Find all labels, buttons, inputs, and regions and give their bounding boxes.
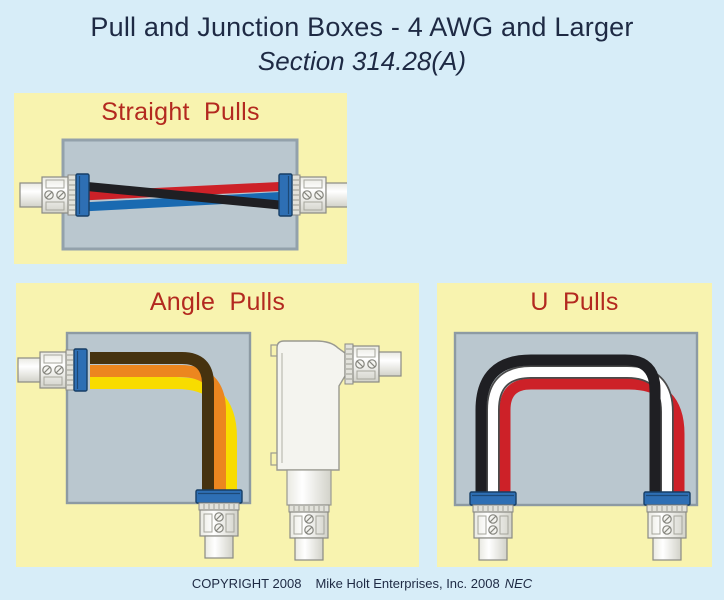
straight-wires bbox=[81, 181, 291, 212]
wire-white bbox=[488, 367, 672, 498]
lb-right-fitting bbox=[345, 344, 401, 384]
lb-body bbox=[276, 340, 346, 471]
angle-pulls-title: Angle Pulls bbox=[149, 288, 286, 316]
nec-code-text: NEC bbox=[504, 576, 533, 591]
copyright-text: COPYRIGHT 2008 bbox=[191, 576, 302, 591]
u-pulls-panel: U Pulls bbox=[437, 283, 712, 567]
u-pulls-title: U Pulls bbox=[530, 288, 619, 316]
right-conduit-connector bbox=[279, 174, 347, 216]
page-header: Pull and Junction Boxes - 4 AWG and Larg… bbox=[0, 12, 724, 77]
page-subtitle: Section 314.28(A) bbox=[257, 46, 467, 76]
lb-bottom-fitting bbox=[289, 505, 329, 560]
wire-black bbox=[475, 354, 661, 498]
angle-pulls-illustration bbox=[16, 331, 419, 567]
right-bottom-conduit-connector bbox=[644, 492, 690, 560]
angle-wires bbox=[90, 352, 237, 501]
u-pulls-illustration bbox=[453, 331, 699, 567]
copyright-footer: COPYRIGHT 2008 Mike Holt Enterprises, Inc… bbox=[0, 576, 724, 591]
lb-bottom-neck bbox=[286, 469, 332, 506]
left-conduit-connector bbox=[18, 349, 87, 391]
lb-conduit-body bbox=[270, 340, 401, 560]
left-bottom-conduit-connector bbox=[470, 492, 516, 560]
straight-pulls-illustration bbox=[14, 138, 347, 251]
page-title: Pull and Junction Boxes - 4 AWG and Larg… bbox=[90, 12, 634, 42]
bottom-conduit-connector bbox=[196, 490, 242, 558]
publisher-text: Mike Holt Enterprises, Inc. 2008 bbox=[315, 576, 500, 591]
wire-brown bbox=[90, 352, 214, 501]
left-conduit-connector bbox=[20, 174, 89, 216]
straight-pulls-title: Straight Pulls bbox=[101, 98, 260, 126]
wire-red bbox=[81, 181, 291, 201]
wire-black bbox=[81, 181, 291, 211]
straight-pulls-panel: Straight Pulls bbox=[14, 93, 347, 264]
angle-pulls-panel: Angle Pulls bbox=[16, 283, 419, 567]
wire-blue bbox=[81, 191, 291, 212]
u-wires bbox=[475, 354, 685, 498]
wire-red bbox=[499, 378, 685, 498]
